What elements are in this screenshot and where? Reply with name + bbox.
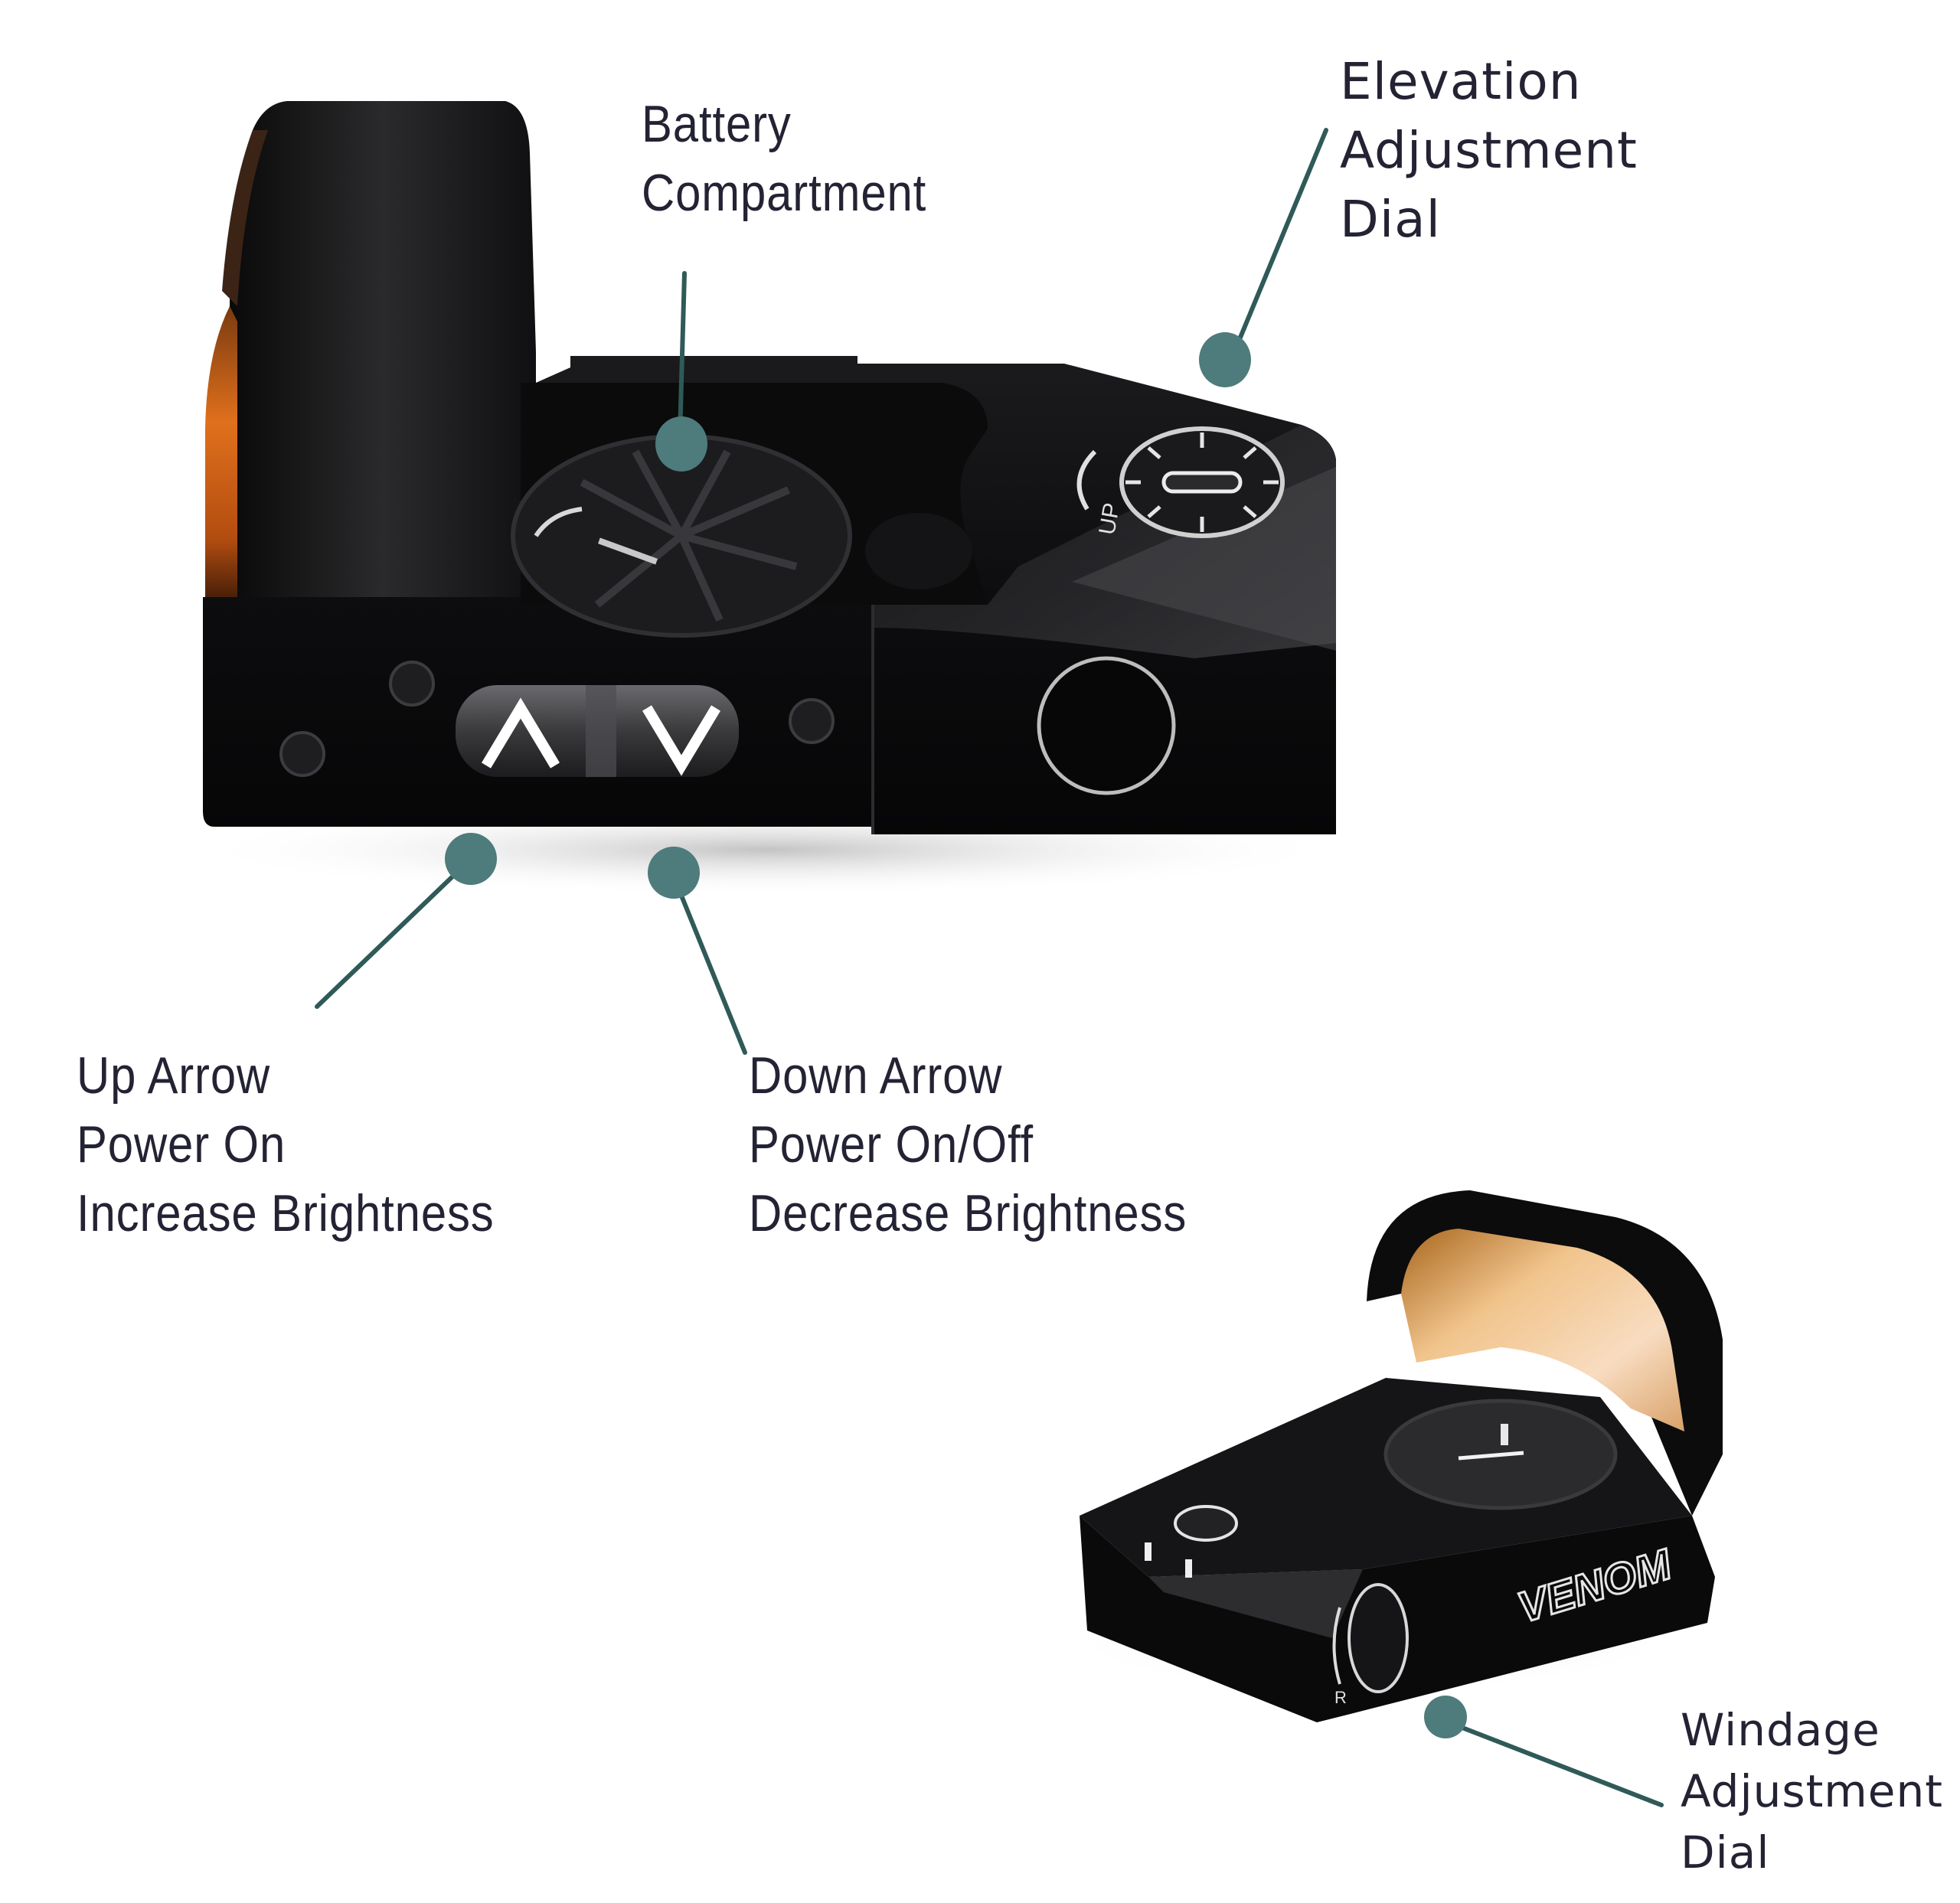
callout-line: Compartment bbox=[642, 164, 927, 222]
callout-line: Battery bbox=[642, 95, 792, 153]
callout-line: Elevation bbox=[1340, 52, 1582, 111]
elevation-rotate-arrow-icon bbox=[1076, 449, 1097, 511]
callout-line: Power On bbox=[77, 1115, 286, 1173]
battery-rotate-arrow-icon bbox=[534, 507, 583, 537]
down-arrow-icon bbox=[642, 705, 721, 776]
elevation-up-marking: UP bbox=[1094, 501, 1125, 537]
windage-r-marking: R bbox=[1334, 1688, 1347, 1707]
callout-line: Adjustment bbox=[1340, 121, 1638, 180]
callout-dots bbox=[445, 332, 1467, 1738]
up-arrow-button[interactable] bbox=[481, 697, 560, 769]
down-arrow-callout-dot bbox=[648, 847, 700, 899]
small-elevation-dial bbox=[1174, 1505, 1238, 1542]
callout-line: Adjustment bbox=[1681, 1765, 1943, 1817]
callout-leader-lines bbox=[315, 128, 1664, 1807]
callout-line: Windage bbox=[1681, 1704, 1880, 1756]
callout-elevation-dial: Elevation Adjustment Dial bbox=[1340, 47, 1638, 254]
callout-line: Dial bbox=[1681, 1826, 1770, 1879]
battery-callout-dot bbox=[655, 416, 707, 472]
battery-leader-line bbox=[678, 271, 687, 439]
windage-rotate-arrow-icon bbox=[1332, 1607, 1341, 1685]
callout-line: Decrease Brightness bbox=[749, 1184, 1187, 1242]
up-arrow-callout-dot bbox=[445, 833, 497, 885]
callout-battery-compartment: Battery Compartment bbox=[642, 90, 926, 227]
side-port-cover bbox=[1037, 656, 1176, 795]
callout-line: Up Arrow bbox=[77, 1046, 271, 1105]
callout-windage-dial: Windage Adjustment Dial bbox=[1681, 1699, 1943, 1883]
callout-line: Dial bbox=[1340, 190, 1441, 249]
callout-line: Down Arrow bbox=[749, 1046, 1003, 1105]
windage-leader-line bbox=[1456, 1724, 1664, 1807]
up-arrow-leader-line bbox=[315, 859, 471, 1009]
up-arrow-icon bbox=[481, 697, 560, 769]
windage-dial[interactable] bbox=[1348, 1583, 1409, 1693]
elevation-callout-dot bbox=[1199, 332, 1251, 387]
down-arrow-leader-line bbox=[679, 893, 747, 1055]
main-lens-edge bbox=[205, 306, 237, 597]
down-arrow-button[interactable] bbox=[642, 705, 721, 776]
callout-line: Increase Brightness bbox=[77, 1184, 495, 1242]
windage-callout-dot bbox=[1424, 1696, 1467, 1738]
elevation-dial-slot bbox=[1161, 471, 1243, 494]
callout-line: Power On/Off bbox=[749, 1115, 1034, 1173]
main-hood bbox=[230, 101, 536, 597]
screw-icon bbox=[279, 661, 835, 777]
callout-down-arrow: Down Arrow Power On/Off Decrease Brightn… bbox=[749, 1041, 1187, 1248]
small-lens bbox=[1401, 1229, 1684, 1431]
callout-up-arrow: Up Arrow Power On Increase Brightness bbox=[77, 1041, 495, 1248]
elevation-leader-line bbox=[1230, 128, 1328, 358]
